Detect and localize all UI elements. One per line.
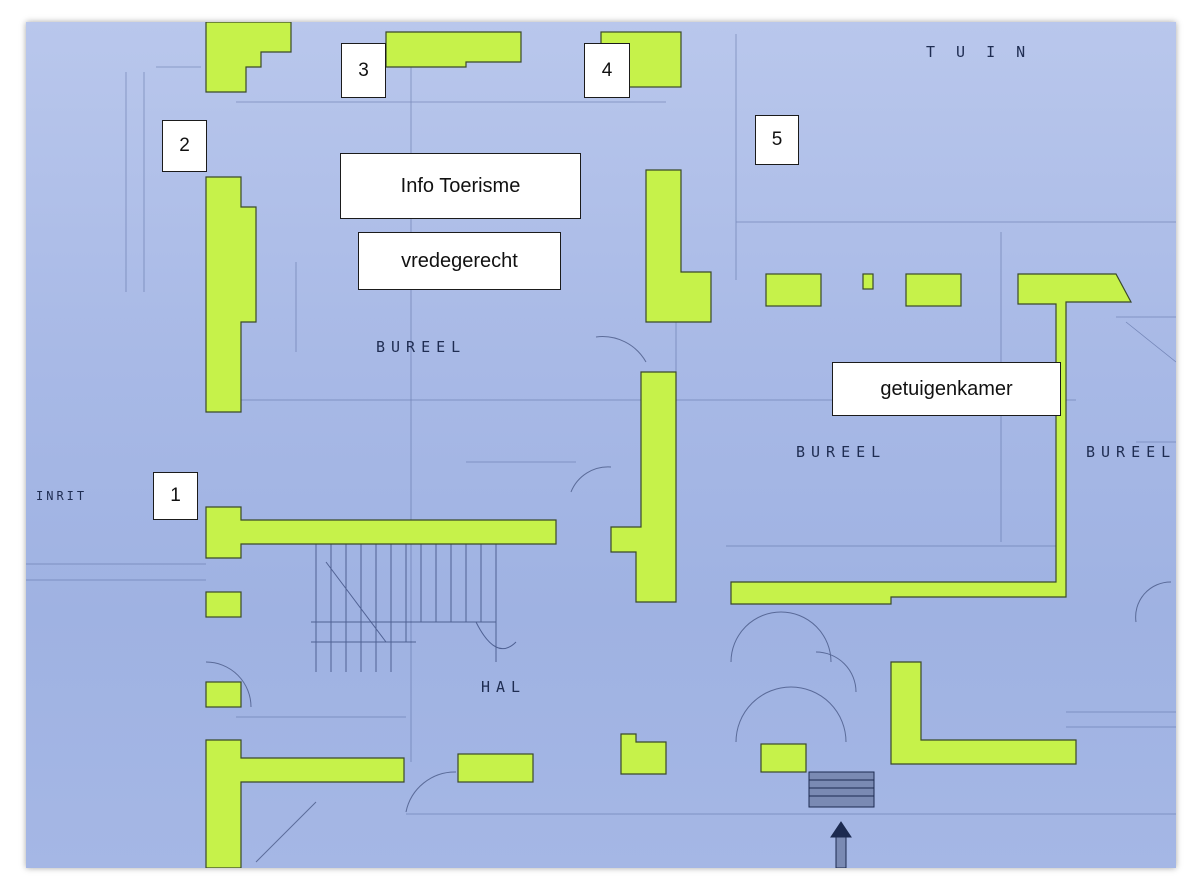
label-number-3: 3	[341, 43, 386, 98]
floor-plan-photo: T U I N BUREEL BUREEL BUREEL HAL INRIT	[26, 22, 1176, 868]
label-number-5: 5	[755, 115, 799, 165]
plan-text-hal: HAL	[481, 678, 526, 696]
dimension-lines	[26, 34, 1176, 815]
label-number-2: 2	[162, 120, 207, 172]
label-number-4: 4	[584, 43, 630, 98]
label-getuigenkamer: getuigenkamer	[832, 362, 1061, 416]
floor-plan-drawing: T U I N BUREEL BUREEL BUREEL HAL INRIT	[26, 22, 1176, 868]
plan-text-tuin: T U I N	[926, 43, 1031, 61]
staircase	[311, 542, 517, 672]
label-info-toerisme: Info Toerisme	[340, 153, 581, 219]
plan-text-bureel-2: BUREEL	[796, 443, 886, 461]
plan-text-inrit: INRIT	[36, 489, 87, 503]
plan-text-bureel-3: BUREEL	[1086, 443, 1176, 461]
plan-text-bureel-1: BUREEL	[376, 338, 466, 356]
label-number-1: 1	[153, 472, 198, 520]
label-vredegerecht: vredegerecht	[358, 232, 561, 290]
walls-highlighted	[205, 22, 1133, 868]
entrance-steps	[808, 771, 875, 868]
door-swings	[205, 336, 1172, 863]
